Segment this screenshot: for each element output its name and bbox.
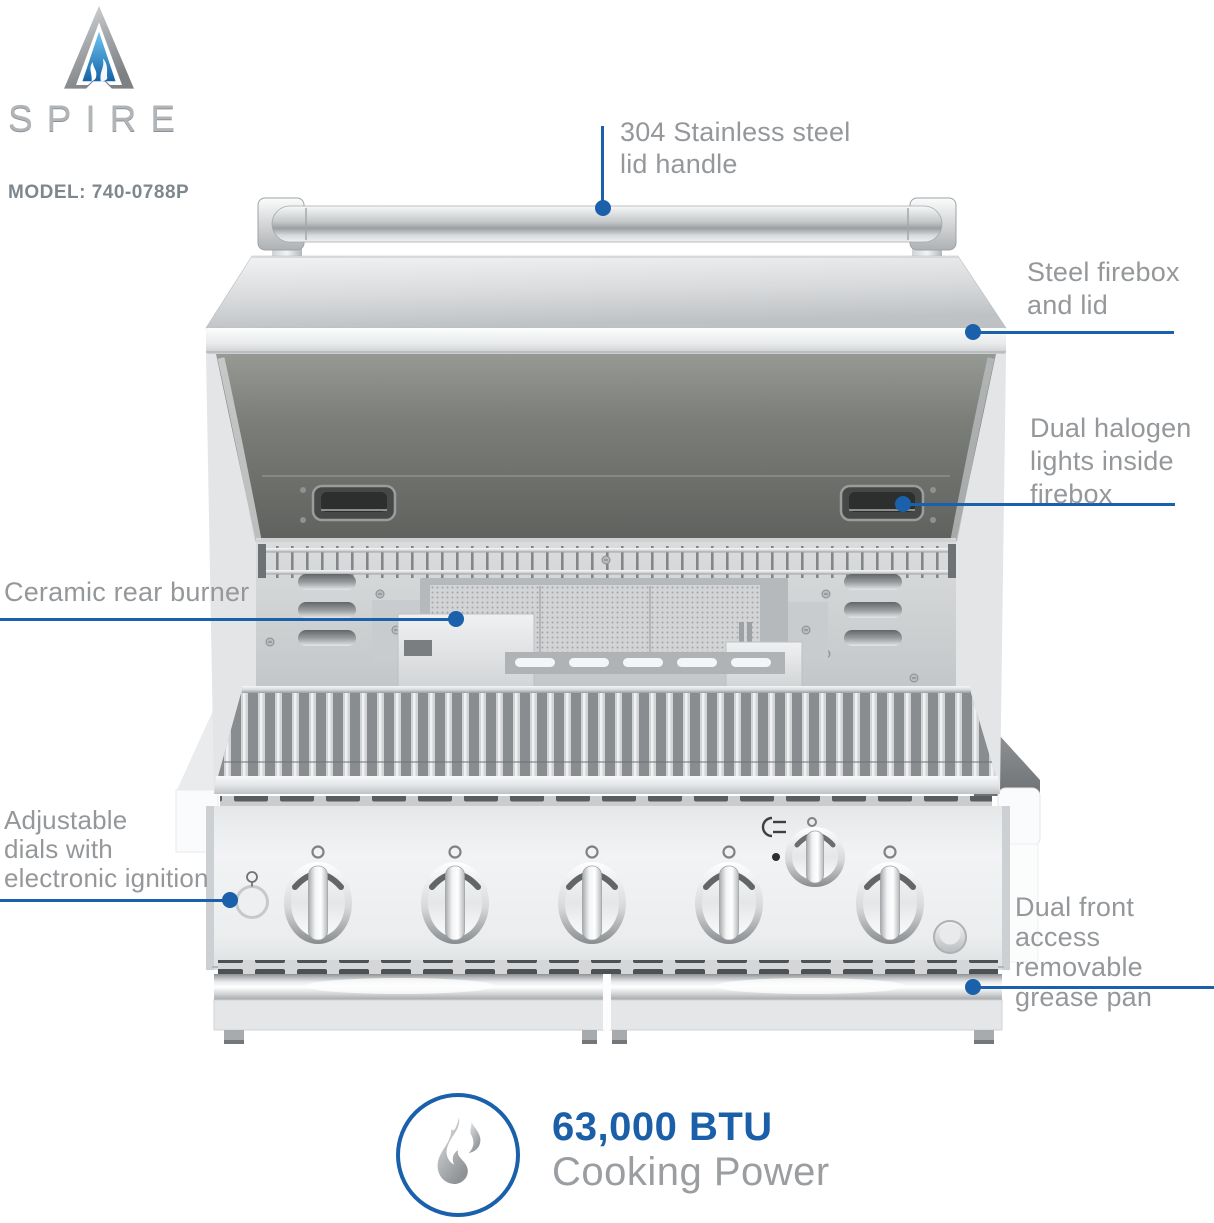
louver-vent-left [298,574,356,646]
callout-label-rear-burner: Ceramic rear burner [4,577,250,607]
callout-line-dials [0,899,230,902]
model-number: MODEL: 740-0788P [8,182,190,203]
callout-dot-firebox [965,324,981,340]
louver-vent-right [844,574,902,646]
callout-label-firebox: Steel firebox and lid [1027,257,1180,320]
grease-button [933,920,967,954]
control-knob-4 [695,862,763,944]
rotisserie-knob [785,817,845,887]
grease-pan-left [213,999,605,1031]
callout-label-halogen: Dual halogen lights inside firebox [1030,413,1192,509]
callout-line-grease-pan [973,986,1214,989]
callout-dot-grease-pan [965,979,981,995]
callout-label-grease-pan: Dual front access removable grease pan [1015,892,1153,1012]
btu-badge [396,1093,520,1217]
callout-line-halogen [903,503,1175,506]
plug-icon [761,816,786,861]
control-knob-5 [856,862,924,944]
control-knob-3 [558,862,626,944]
callout-line-rear-burner [0,618,456,621]
knob-position-markers [311,845,897,859]
ignition-button [235,885,269,919]
callout-dot-halogen [895,496,911,512]
callout-line-lid-handle [601,126,604,210]
halogen-light-left [300,484,397,523]
callout-dot-dials [222,892,238,908]
control-knob-2 [421,862,489,944]
control-knob-1 [284,862,352,944]
spire-flame-icon [64,5,134,89]
ceramic-rear-burner [372,578,828,697]
callout-label-lid-handle: 304 Stainless steel lid handle [620,117,851,179]
brand-logo-text: SPIRE [8,98,190,139]
btu-label: Cooking Power [552,1150,830,1194]
btu-value: 63,000 BTU [552,1105,773,1149]
cooking-grate [214,686,1000,794]
callout-line-firebox [973,331,1174,334]
grease-pan-assembly [213,960,1003,1044]
grill-lid [205,255,1007,354]
flame-icon [437,1117,481,1185]
lightbulb-icon [246,871,258,887]
grease-pan-right [609,999,1003,1031]
callout-dot-lid-handle [595,200,611,216]
callout-label-dials: Adjustable dials with electronic ignitio… [4,805,209,893]
callout-dot-rear-burner [448,611,464,627]
panel-vent-row [220,796,992,808]
